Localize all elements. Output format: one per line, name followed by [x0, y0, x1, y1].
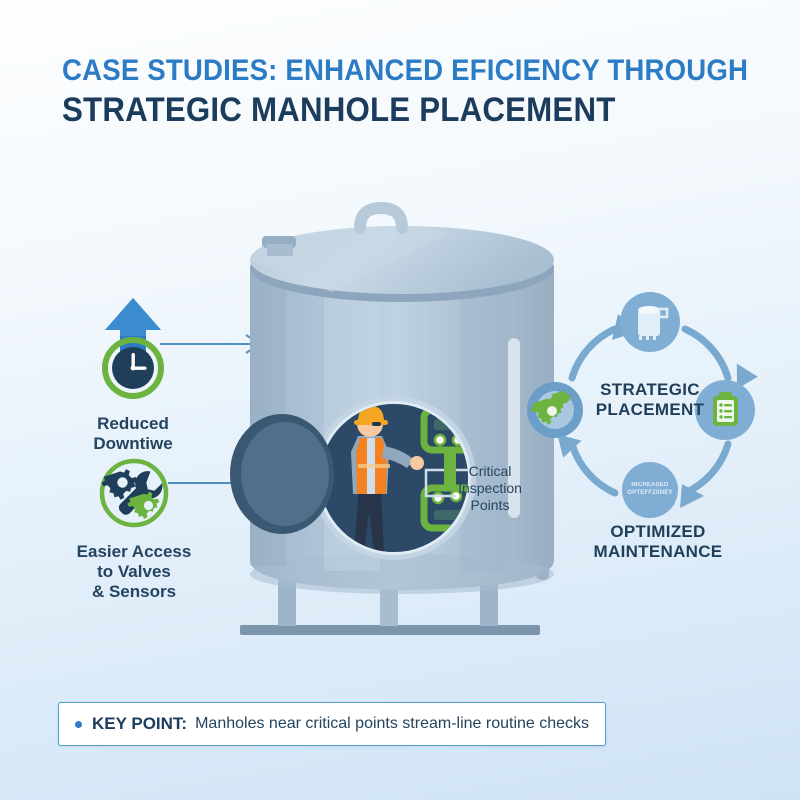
- benefit-easier-access: Easier Access to Valves & Sensors: [52, 452, 216, 602]
- key-point-text: Manholes near critical points stream-lin…: [195, 715, 590, 732]
- critical-inspection-points-label: Critical Inspection Points: [458, 463, 522, 514]
- title-line-2: STRATEGIC MANHOLE PLACEMENT: [62, 91, 616, 129]
- tank-base-bar: [240, 625, 540, 635]
- gears-wrench-icon: [99, 458, 169, 528]
- cycle-node-tank: [620, 292, 680, 352]
- clipboard-checklist-icon: [713, 392, 738, 426]
- clock-icon-group: [58, 296, 208, 406]
- cycle-node-clipboard: [695, 380, 755, 440]
- key-point-label: KEY POINT:: [92, 714, 188, 733]
- title-line-1: CASE STUDIES: ENHANCED EFICIENCY THROUGH: [62, 54, 749, 87]
- cycle-node-label-increased-efficiency: INCREASED OPTEFFZIINEY: [627, 482, 673, 496]
- storage-tank-illustration: [212, 188, 592, 668]
- cycle-node-increased-efficiency: [622, 462, 678, 518]
- cycle-diagram: INCREASED OPTEFFZIINEY STRATEGIC PLACEME…: [520, 292, 780, 532]
- cycle-caption: OPTIMIZED MAINTENANCE: [593, 522, 723, 562]
- tank-handle: [354, 201, 408, 234]
- dark-gear-icon: [101, 469, 138, 500]
- green-gear-icon: [127, 491, 160, 519]
- clock-icon: [102, 298, 164, 399]
- key-point-box: KEY POINT: Manholes near critical points…: [58, 702, 606, 746]
- benefit-reduced-downtime: Reduced Downtiwe: [58, 296, 208, 454]
- page-title: CASE STUDIES: ENHANCED EFICIENCY THROUGH…: [62, 54, 752, 129]
- gears-wrench-icon-group: [52, 452, 216, 534]
- gears-icon: [530, 390, 572, 425]
- tank-highlight: [508, 338, 520, 518]
- manhole-cover: [241, 422, 329, 526]
- benefit-label: Reduced Downtiwe: [93, 414, 173, 454]
- manhole-scene: [320, 404, 468, 552]
- up-arrow-icon: [105, 298, 161, 352]
- cycle-node-gears: [527, 382, 583, 438]
- bullet-icon: [75, 720, 82, 728]
- benefit-label: Easier Access to Valves & Sensors: [76, 542, 192, 602]
- tank-leg-left: [278, 576, 296, 626]
- tank-icon: [638, 306, 669, 340]
- cycle-center-label: STRATEGIC PLACEMENT: [595, 380, 705, 420]
